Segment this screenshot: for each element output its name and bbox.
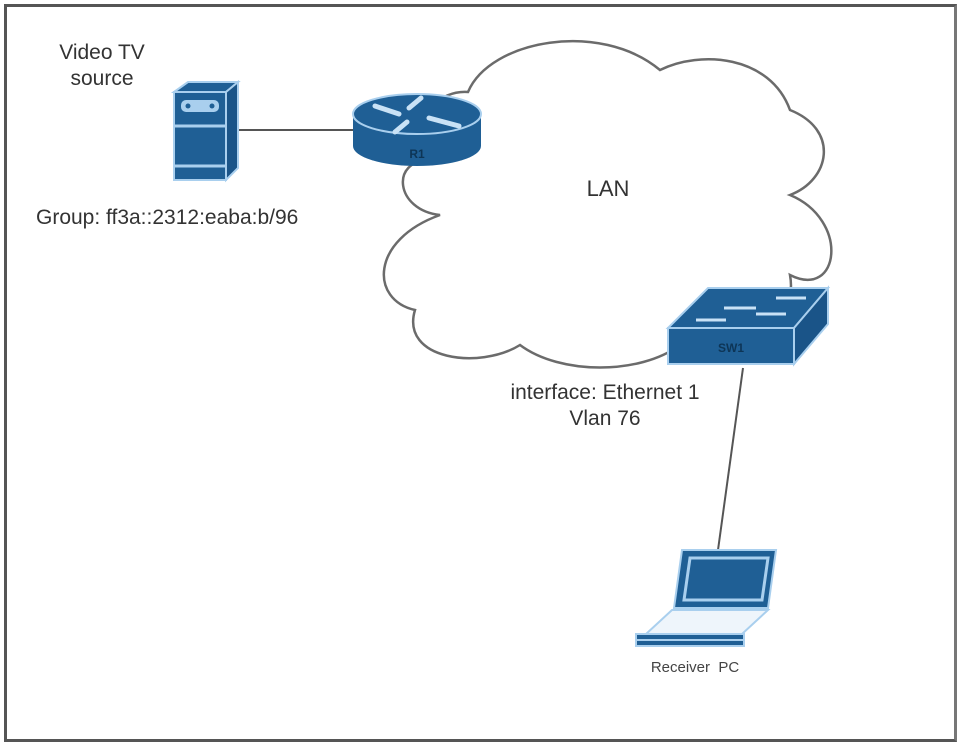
source-title-line1: Video TV	[59, 41, 145, 64]
source-title-line2: source	[70, 67, 134, 90]
switch-label: SW1	[718, 341, 744, 355]
group-label: Group: ff3a::2312:eaba:b/96	[36, 206, 299, 229]
router-icon[interactable]: R1	[352, 93, 482, 166]
vlan-line: Vlan 76	[569, 407, 641, 430]
receiver-label: Receiver PC	[650, 659, 740, 676]
server-icon[interactable]	[170, 79, 241, 183]
lan-label: LAN	[587, 176, 630, 201]
source-title: Video TV source	[42, 40, 162, 92]
interface-line1: interface: Ethernet 1	[510, 381, 700, 404]
interface-label: interface: Ethernet 1 Vlan 76	[485, 380, 725, 432]
laptop-icon[interactable]	[635, 549, 778, 647]
link-sw1-receiver	[717, 367, 744, 551]
switch-icon[interactable]: SW1	[665, 285, 831, 367]
router-label: R1	[409, 147, 425, 161]
